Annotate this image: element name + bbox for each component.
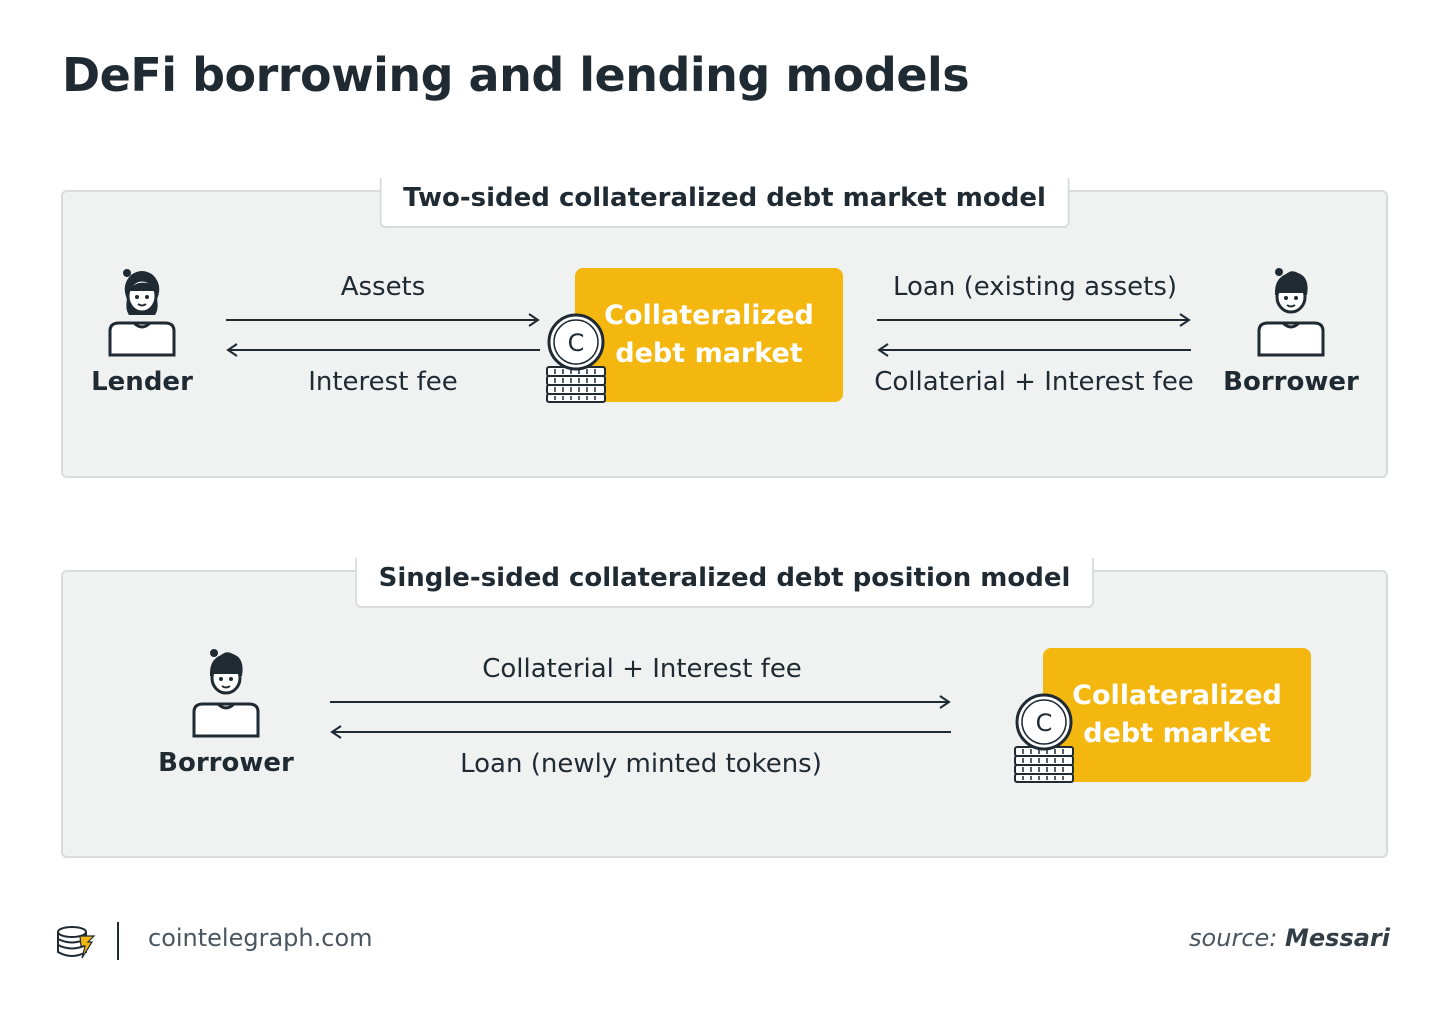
borrower-person-icon: [1257, 268, 1325, 357]
panel-heading: Single-sided collateralized debt positio…: [354, 558, 1095, 608]
left-arrow: [226, 343, 540, 357]
two-sided-panel: Two-sided collateralized debt market mod…: [61, 178, 1388, 478]
loan-existing-assets-label: Loan (existing assets): [892, 272, 1178, 302]
collateralized-debt-market-box: Collateralized debt market: [575, 268, 843, 402]
panel-heading: Two-sided collateralized debt market mod…: [379, 178, 1070, 228]
assets-label: Assets: [340, 272, 426, 302]
footer-divider: [117, 922, 119, 960]
left-arrow: [877, 343, 1191, 357]
right-arrow: [226, 313, 540, 327]
cointelegraph-logo-icon: [57, 926, 96, 959]
market-line-2: debt market: [615, 338, 803, 369]
left-arrow: [330, 725, 951, 739]
source-label: source:: [1189, 924, 1278, 952]
right-arrow: [330, 695, 951, 709]
collateralized-debt-market-box: Collateralized debt market: [1043, 648, 1311, 782]
collateral-interest-fee-label: Collaterial + Interest fee: [874, 367, 1194, 397]
borrower-label: Borrower: [158, 748, 294, 778]
right-arrow: [877, 313, 1191, 327]
coin-stack-icon: C: [546, 313, 606, 403]
coin-stack-icon: C: [1014, 693, 1074, 783]
source-name: Messari: [1285, 924, 1390, 952]
collateral-interest-fee-label: Collaterial + Interest fee: [482, 654, 802, 684]
footer-source: source: Messari: [1189, 924, 1390, 952]
interest-fee-label: Interest fee: [308, 367, 458, 397]
market-line-1: Collateralized: [1072, 680, 1282, 711]
coin-letter: C: [1036, 709, 1053, 737]
loan-newly-minted-label: Loan (newly minted tokens): [460, 749, 822, 779]
lender-person-icon: [108, 269, 176, 357]
coin-letter: C: [568, 329, 585, 357]
market-line-2: debt market: [1083, 718, 1271, 749]
footer-site-link[interactable]: cointelegraph.com: [148, 924, 373, 952]
page-title: DeFi borrowing and lending models: [62, 48, 970, 102]
lender-label: Lender: [91, 367, 193, 397]
market-line-1: Collateralized: [604, 300, 814, 331]
borrower-person-icon: [192, 649, 260, 738]
borrower-label: Borrower: [1223, 367, 1359, 397]
